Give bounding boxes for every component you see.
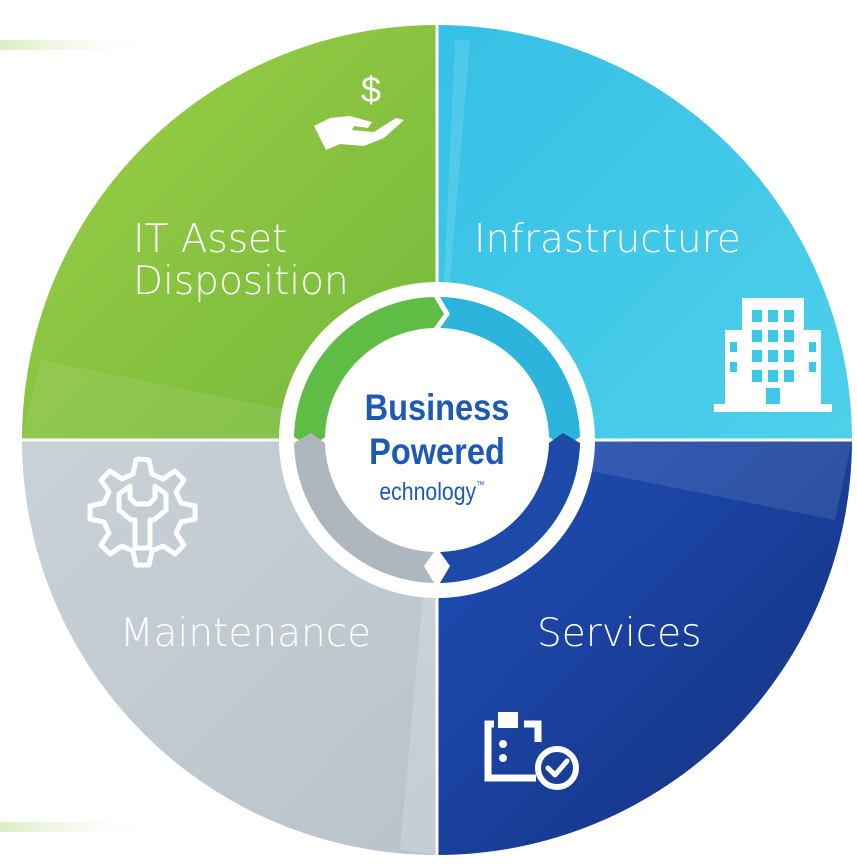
label-itad-line2: Disposition xyxy=(133,259,349,304)
dollar-symbol: $ xyxy=(361,69,381,110)
label-maintenance: Maintenance xyxy=(120,611,371,656)
clipboard-check-icon xyxy=(484,712,579,790)
cycle-arrow-green xyxy=(294,297,444,447)
center-line-business: Business xyxy=(365,387,510,428)
check-mark xyxy=(545,758,570,778)
label-itad-line1: IT Asset xyxy=(133,217,287,262)
center-line-powered: Powered xyxy=(369,431,505,472)
clipboard-body xyxy=(484,720,542,782)
cycle-arrow-cyan xyxy=(440,297,580,447)
center-line-technology: echnology™ xyxy=(379,477,484,505)
building-icon xyxy=(714,298,832,412)
trademark-mark: ™ xyxy=(476,479,484,490)
building-windows xyxy=(730,310,816,404)
clipboard-clip xyxy=(498,712,518,728)
center-circle xyxy=(327,330,547,550)
label-infrastructure: Infrastructure xyxy=(474,217,741,262)
cycle-arrow-blue xyxy=(440,433,580,583)
gear-wrench-icon xyxy=(87,456,198,568)
center-technology-word: echnology xyxy=(379,477,476,505)
hand-shape xyxy=(314,116,404,150)
cycle-ring xyxy=(294,297,580,583)
cycle-arrow-gray xyxy=(294,433,434,583)
building-base xyxy=(714,404,832,412)
accent-bar-top xyxy=(0,40,160,50)
accent-bar-bottom xyxy=(0,822,160,832)
wrench-shape xyxy=(116,483,169,551)
gear-outline xyxy=(87,456,198,568)
check-circle xyxy=(535,746,579,790)
hand-dollar-icon: $ xyxy=(314,69,404,150)
clipboard-dot-2 xyxy=(499,754,507,762)
clipboard-dot-1 xyxy=(499,740,507,748)
label-services: Services xyxy=(537,611,701,656)
